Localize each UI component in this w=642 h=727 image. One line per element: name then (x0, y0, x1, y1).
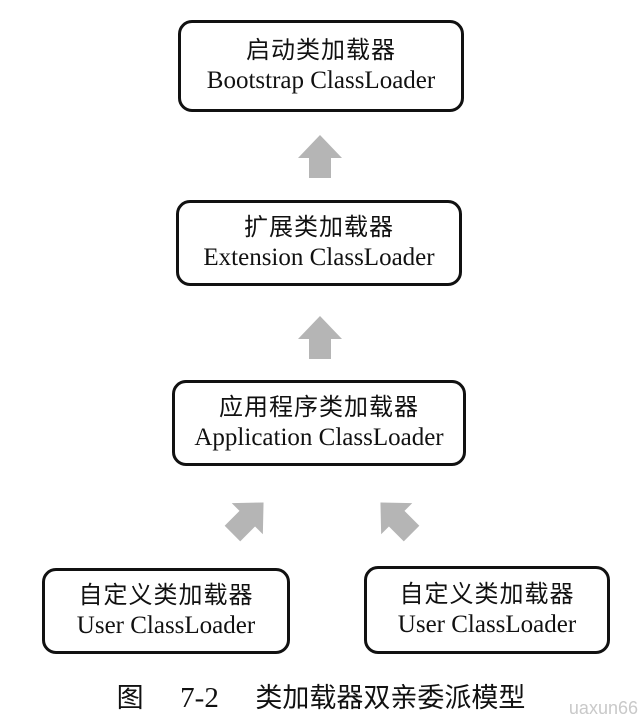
diagonal-arrow-icon-right (380, 502, 420, 542)
extension-classloader-box: 扩展类加载器 Extension ClassLoader (176, 200, 462, 286)
extension-label-en: Extension ClassLoader (203, 244, 435, 272)
user-classloader-box-left: 自定义类加载器 User ClassLoader (42, 568, 290, 654)
figure-label: 图 (116, 683, 144, 714)
application-label-zh: 应用程序类加载器 (219, 393, 419, 422)
figure-title: 类加载器双亲委派模型 (255, 683, 526, 714)
up-arrow-icon (298, 316, 342, 359)
figure-caption: 图 7-2 类加载器双亲委派模型 (0, 676, 642, 715)
diagonal-arrow-icon-left (224, 502, 264, 542)
bootstrap-classloader-box: 启动类加载器 Bootstrap ClassLoader (178, 20, 464, 112)
up-arrow-icon (298, 135, 342, 178)
watermark: uaxun66 (568, 698, 638, 718)
application-classloader-box: 应用程序类加载器 Application ClassLoader (172, 380, 466, 466)
user-classloader-box-right: 自定义类加载器 User ClassLoader (364, 566, 610, 654)
user-left-label-zh: 自定义类加载器 (78, 581, 254, 610)
user-right-label-en: User ClassLoader (397, 611, 577, 639)
application-label-en: Application ClassLoader (194, 424, 444, 452)
bootstrap-label-en: Bootstrap ClassLoader (206, 67, 436, 95)
extension-label-zh: 扩展类加载器 (244, 213, 394, 242)
user-right-label-zh: 自定义类加载器 (399, 580, 575, 609)
figure-number: 7-2 (180, 682, 219, 714)
bootstrap-label-zh: 启动类加载器 (246, 36, 396, 65)
user-left-label-en: User ClassLoader (76, 612, 256, 640)
